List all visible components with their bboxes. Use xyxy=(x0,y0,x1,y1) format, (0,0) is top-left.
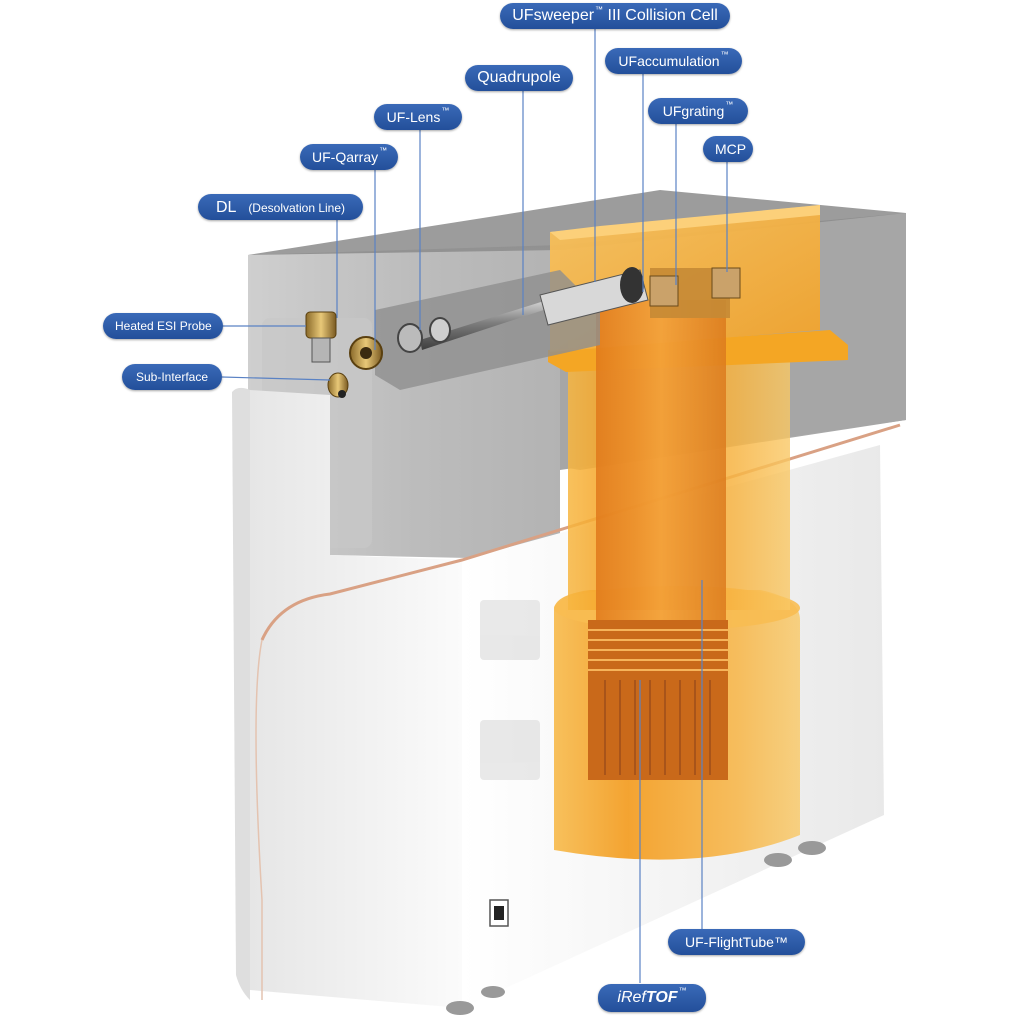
ireftof-pre: iRef xyxy=(617,989,646,1006)
label-quadrupole: Quadrupole xyxy=(465,65,573,91)
label-ufgrating: UFgrating™ xyxy=(648,98,748,124)
ireftof-tm: ™ xyxy=(678,986,687,995)
label-ufsweeper: UFsweeper™ III Collision Cell xyxy=(500,3,730,29)
label-uf-qarray: UF-Qarray™ xyxy=(300,144,398,170)
label-uf-flighttube: UF-FlightTube™ xyxy=(668,929,805,955)
ufgrating-text: UFgrating xyxy=(662,103,725,119)
label-ireftof: iRefTOF™ xyxy=(598,984,706,1012)
quadrupole-text: Quadrupole xyxy=(477,69,561,86)
uf-flighttube-text: UF-FlightTube™ xyxy=(685,934,788,950)
sub-interface-text: Sub-Interface xyxy=(135,370,209,384)
label-ufaccumulation: UFaccumulation™ xyxy=(605,48,742,74)
heated-esi-probe-text: Heated ESI Probe xyxy=(115,319,212,333)
label-sub-interface: Sub-Interface xyxy=(122,364,222,390)
uf-qarray-tm: ™ xyxy=(379,146,388,155)
ion-optics xyxy=(305,267,741,398)
ufgrating-tm: ™ xyxy=(725,100,734,109)
ufaccumulation-text: UFaccumulation xyxy=(618,53,720,69)
ireftof-bold: TOF xyxy=(645,989,678,1006)
mcp-text: MCP xyxy=(715,141,747,157)
tof-tower xyxy=(548,205,848,860)
ufaccumulation-tm: ™ xyxy=(720,50,729,59)
dl-text: DL xyxy=(215,199,237,216)
uf-lens-tm: ™ xyxy=(441,106,450,115)
ufsweeper-tm: ™ xyxy=(595,5,604,14)
label-dl: DL (Desolvation Line) xyxy=(198,194,363,220)
ufsweeper-rest: III Collision Cell xyxy=(607,7,718,24)
leader-lines xyxy=(221,29,728,983)
uf-qarray-text: UF-Qarray xyxy=(312,149,379,165)
label-heated-esi-probe: Heated ESI Probe xyxy=(103,313,223,339)
uf-lens-text: UF-Lens xyxy=(386,109,441,125)
dl-full-text: (Desolvation Line) xyxy=(248,201,346,215)
ufsweeper-name: UFsweeper xyxy=(512,7,595,24)
reflectron-stack xyxy=(588,620,728,780)
label-uf-lens: UF-Lens™ xyxy=(374,104,462,130)
label-mcp: MCP xyxy=(703,136,753,162)
